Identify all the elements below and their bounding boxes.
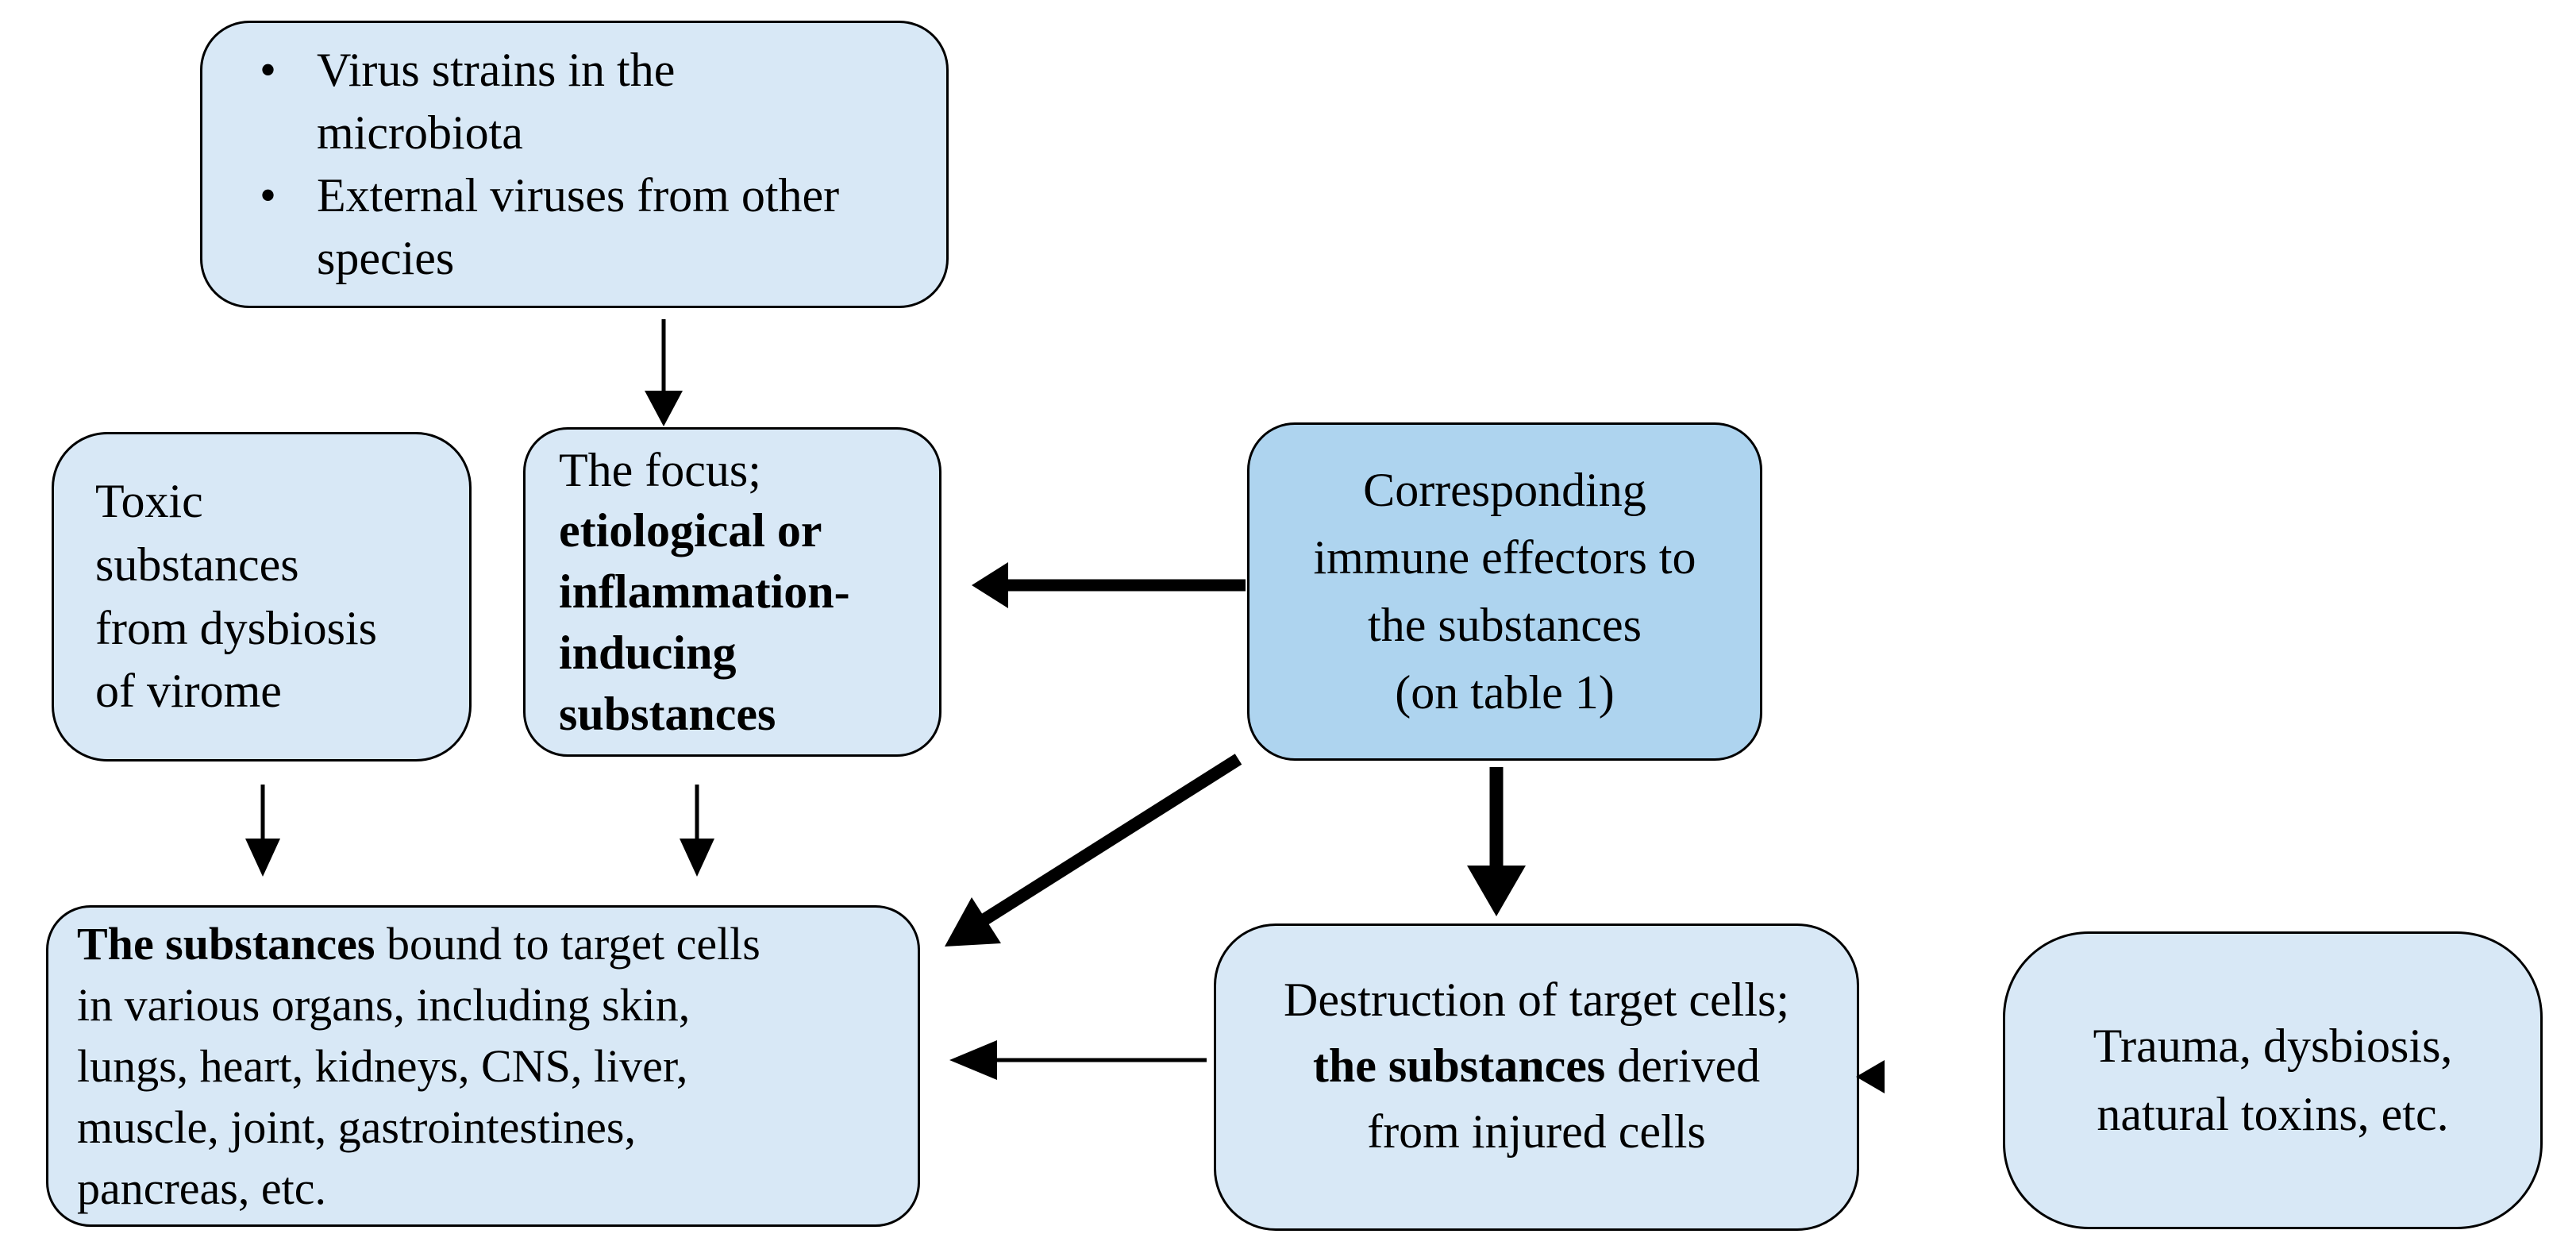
bullet-icon: • <box>260 43 277 96</box>
arrow-cell-destruction-to-substances-bound <box>949 1040 1207 1080</box>
arrow-focus-to-substances-bound <box>680 785 714 877</box>
bullet-item-virus-strains: • Virus strains in the microbiota <box>260 39 930 164</box>
arrow-immune-to-focus <box>972 562 1246 608</box>
bullet-item-text: External viruses from other species <box>317 169 840 285</box>
bullet-item-text: Virus strains in the microbiota <box>317 43 676 159</box>
bullet-icon: • <box>260 169 277 222</box>
box-cell-destruction: Destruction of target cells; the substan… <box>1214 923 1859 1231</box>
box-immune-effectors: Corresponding immune effectors to the su… <box>1247 422 1762 761</box>
arrow-immune-to-cell-destruction <box>1467 767 1526 916</box>
box-substances-bound: The substances bound to target cells in … <box>46 905 920 1227</box>
box-virus-sources: • Virus strains in the microbiota • Exte… <box>200 21 949 308</box>
box-toxic-substances: Toxic substances from dysbiosis of virom… <box>52 432 472 762</box>
arrow-immune-to-substances-bound <box>945 754 1242 947</box>
arrow-trauma-to-cell-destruction <box>1856 1060 1885 1093</box>
arrow-toxic-to-substances-bound <box>245 785 280 877</box>
arrow-virus-to-focus <box>645 319 683 426</box>
bullet-item-external-viruses: • External viruses from other species <box>260 164 930 290</box>
box-focus-substances: The focus; etiological or inflammation- … <box>523 427 941 757</box>
box-trauma: Trauma, dysbiosis, natural toxins, etc. <box>2003 931 2543 1229</box>
